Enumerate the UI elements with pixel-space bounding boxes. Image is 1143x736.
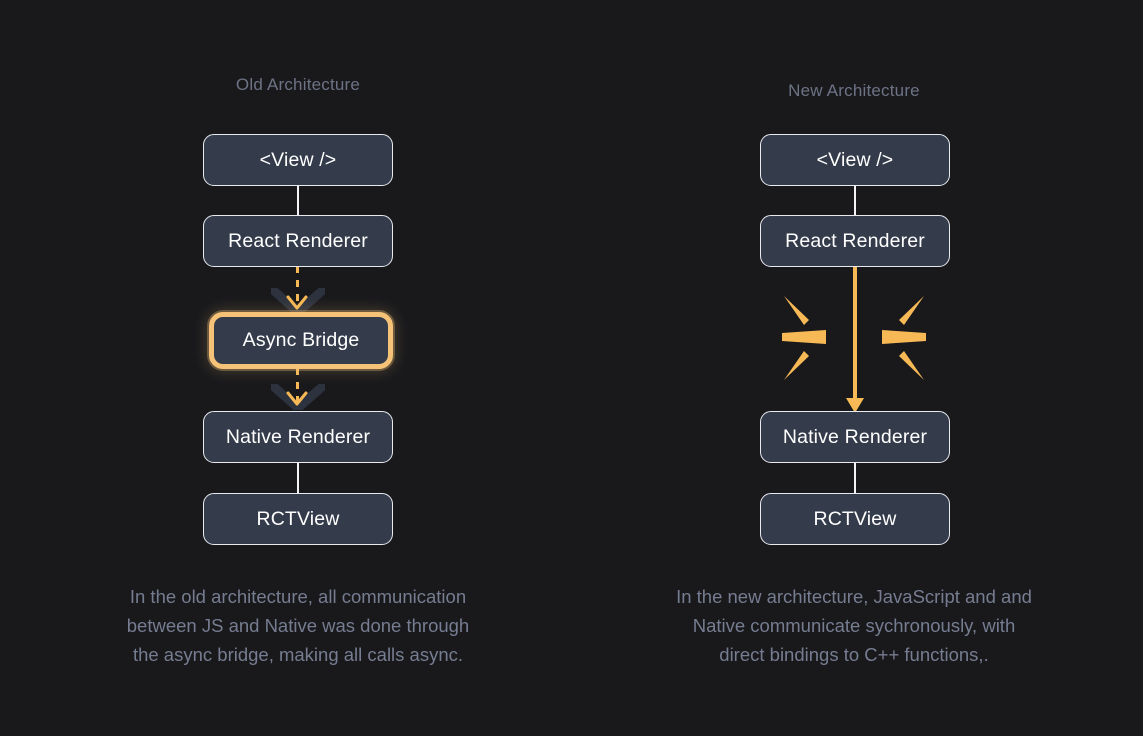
- node-old-react-renderer[interactable]: React Renderer: [203, 215, 393, 267]
- node-label: React Renderer: [785, 229, 925, 252]
- burst-rays-left-icon: [782, 296, 826, 380]
- caption-line: In the old architecture, all communicati…: [129, 586, 467, 607]
- node-label: Async Bridge: [242, 329, 360, 351]
- node-label: Native Renderer: [782, 425, 928, 448]
- chevron-down-icon: [286, 295, 308, 310]
- connector-old-native-to-rctview: [296, 462, 300, 494]
- node-new-react-renderer[interactable]: React Renderer: [760, 215, 950, 267]
- new-architecture-column: New Architecture <View /> React Renderer: [614, 0, 1094, 736]
- node-new-view[interactable]: <View />: [760, 134, 950, 186]
- arrowhead-icon: [846, 398, 864, 413]
- node-old-rctview[interactable]: RCTView: [203, 493, 393, 545]
- chevron-wing-icon: [271, 384, 325, 410]
- node-label: RCTView: [813, 507, 897, 530]
- old-architecture-column: Old Architecture <View /> React Renderer…: [58, 0, 538, 736]
- chevron-down-icon: [286, 391, 308, 406]
- node-label: Native Renderer: [225, 425, 371, 448]
- node-old-native-renderer[interactable]: Native Renderer: [203, 411, 393, 463]
- old-architecture-title: Old Architecture: [235, 75, 361, 94]
- direct-binding-connector: [853, 258, 857, 404]
- dashed-connector-bridge-to-native: [296, 368, 300, 408]
- burst-rays-right-icon: [882, 296, 926, 380]
- new-architecture-caption: In the new architecture, JavaScript and …: [614, 582, 1094, 669]
- old-architecture-caption: In the old architecture, all communicati…: [58, 582, 538, 669]
- connector-new-view-to-react-renderer: [853, 185, 857, 216]
- connector-old-view-to-react-renderer: [296, 185, 300, 216]
- caption-line: between JS and Native was done through: [126, 615, 470, 636]
- node-label: React Renderer: [228, 229, 368, 252]
- caption-line: the async bridge, making all calls async…: [132, 644, 464, 665]
- caption-line: direct bindings to C++ functions,.: [719, 644, 989, 665]
- node-new-rctview[interactable]: RCTView: [760, 493, 950, 545]
- node-label: RCTView: [256, 507, 340, 530]
- connector-new-native-to-rctview: [853, 462, 857, 494]
- caption-line: In the new architecture, JavaScript and …: [676, 586, 1032, 607]
- new-architecture-title: New Architecture: [788, 81, 920, 100]
- dashed-connector-react-to-bridge: [296, 266, 300, 304]
- node-old-view[interactable]: <View />: [203, 134, 393, 186]
- node-old-async-bridge[interactable]: Async Bridge: [209, 312, 393, 369]
- caption-line: Native communicate sychronously, with: [692, 615, 1016, 636]
- node-label: <View />: [816, 148, 894, 171]
- node-new-native-renderer[interactable]: Native Renderer: [760, 411, 950, 463]
- node-label: <View />: [259, 148, 337, 171]
